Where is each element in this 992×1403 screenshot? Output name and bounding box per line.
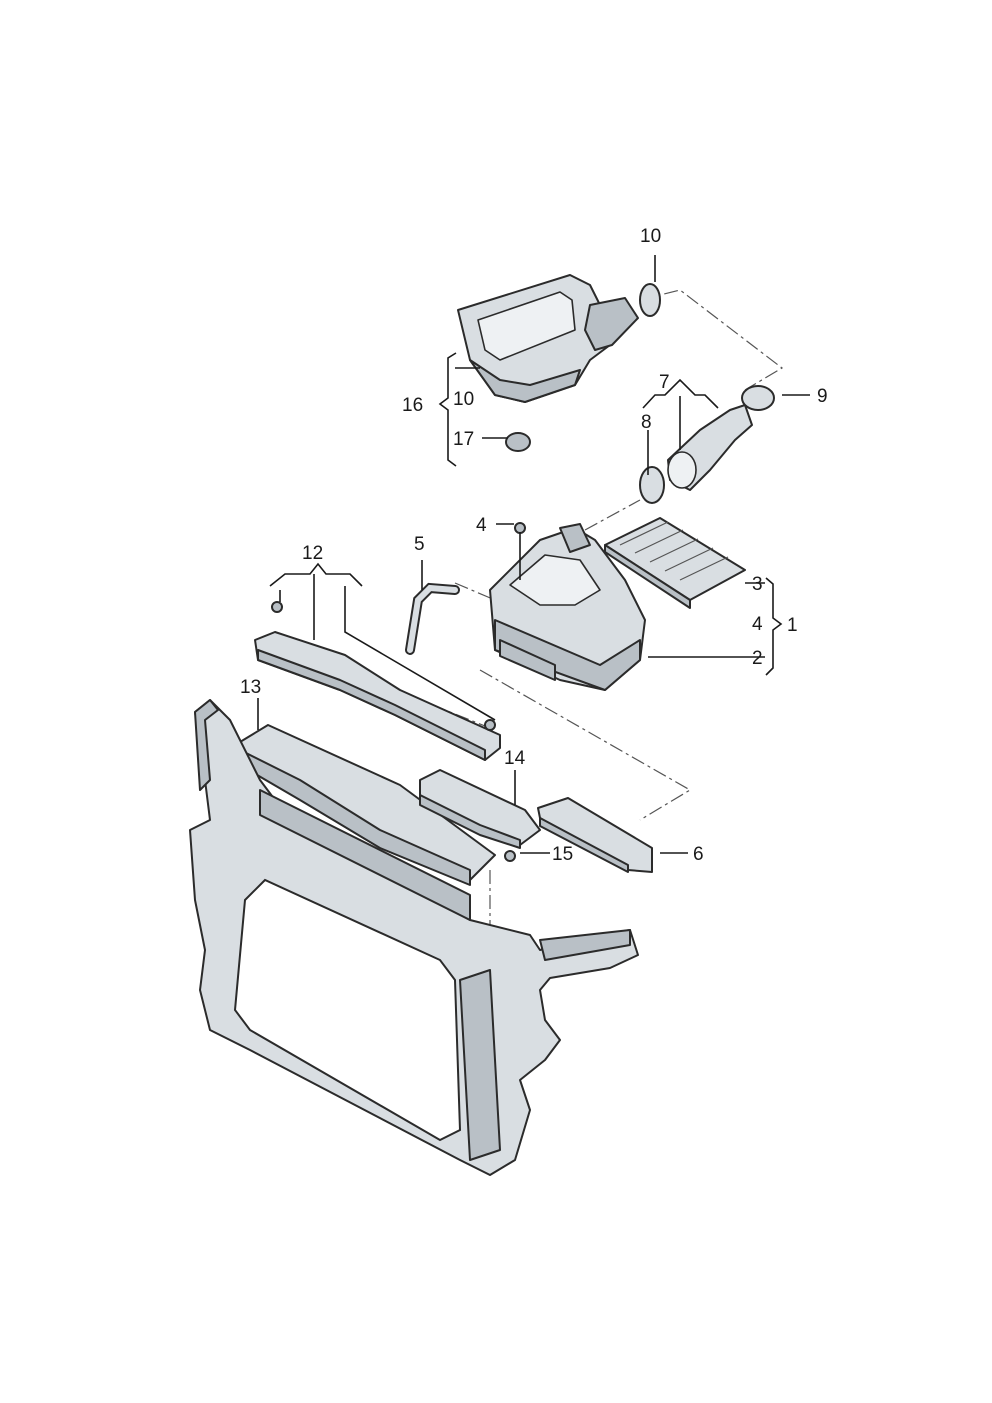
air-guide — [419, 769, 541, 849]
hose-clamp-lower — [639, 466, 665, 504]
label-17: 17 — [453, 429, 474, 450]
seal-strip — [254, 631, 501, 761]
leader-lines — [257, 255, 810, 854]
hose-clamp-upper — [741, 385, 775, 411]
air-filter-housing — [489, 523, 646, 691]
intake-cover — [457, 274, 661, 403]
label-15: 15 — [552, 844, 573, 865]
label-9: 9 — [817, 386, 828, 407]
label-5: 5 — [414, 534, 425, 555]
grommet — [505, 432, 531, 452]
cover-plate — [537, 797, 653, 873]
filter-element — [604, 517, 746, 609]
intake-hose — [639, 385, 775, 504]
label-10-top: 10 — [640, 226, 661, 247]
label-2: 2 — [752, 648, 763, 669]
label-1: 1 — [787, 615, 798, 636]
label-3: 3 — [752, 574, 763, 595]
label-4-bolt: 4 — [476, 515, 487, 536]
label-8: 8 — [641, 412, 652, 433]
label-6: 6 — [693, 844, 704, 865]
label-10-bottom: 10 — [453, 389, 474, 410]
air-duct — [239, 724, 496, 886]
label-12: 12 — [302, 543, 323, 564]
label-14: 14 — [504, 748, 526, 769]
label-16: 16 — [402, 395, 423, 416]
lock-carrier — [189, 699, 639, 1176]
label-7: 7 — [659, 372, 670, 393]
label-4-group: 4 — [752, 614, 763, 635]
callout-labels: 10 16 10 17 7 8 9 4 5 12 3 4 1 2 13 14 1… — [240, 226, 828, 865]
label-13: 13 — [240, 677, 261, 698]
